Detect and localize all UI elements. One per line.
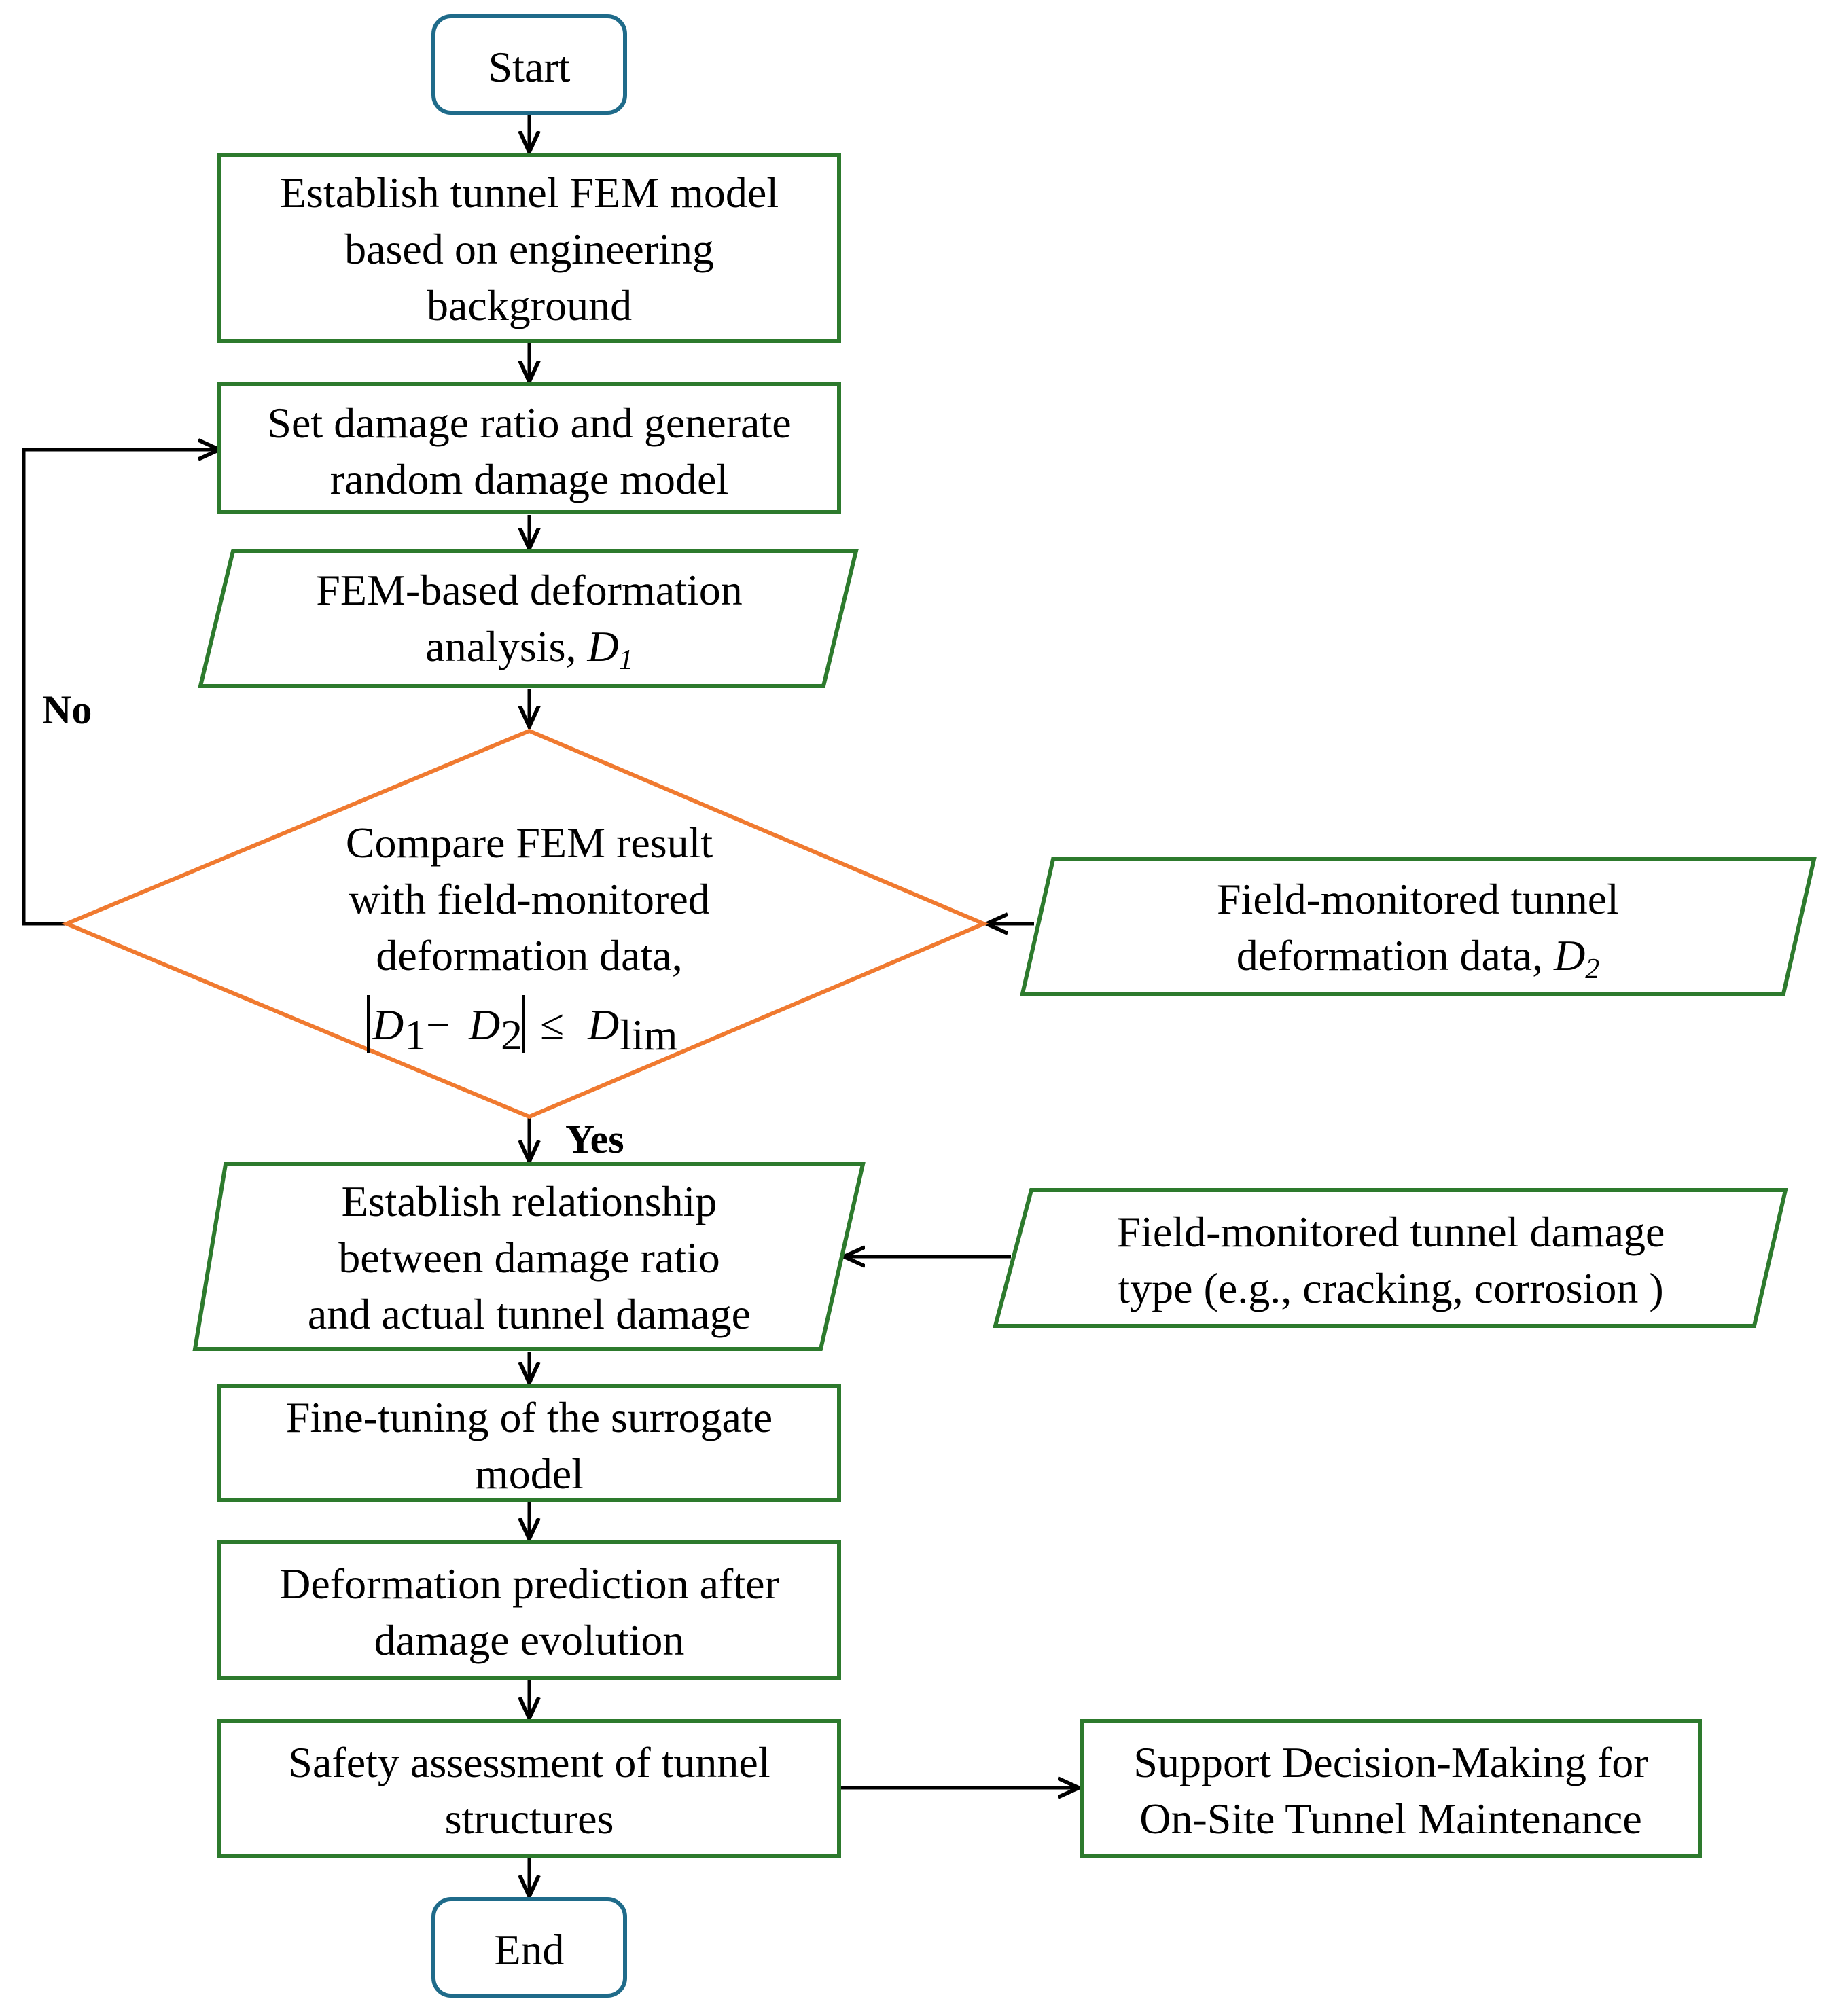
fem-analysis-sub: 1 [619, 645, 633, 676]
formula-leq: ≤ [540, 1001, 564, 1049]
start-label: Start [488, 43, 571, 91]
deformation-prediction-line-2: damage evolution [374, 1616, 685, 1664]
compare-shape [61, 728, 989, 1119]
arrow-no-loop [22, 450, 219, 926]
formula-minus: − [426, 1001, 450, 1049]
compare-line-1: Compare FEM result [346, 818, 713, 867]
fem-analysis-line-2: analysis, D1 [425, 622, 633, 676]
support-process: Support Decision-Making for On-Site Tunn… [1080, 1719, 1702, 1858]
field-damage-shape [993, 1188, 1788, 1328]
set-damage-line-2: random damage model [330, 455, 728, 503]
safety-line-1: Safety assessment of tunnel [288, 1738, 770, 1786]
field-damage-line-2: type (e.g., cracking, corrosion ) [1118, 1264, 1663, 1312]
yes-label: Yes [565, 1117, 624, 1162]
compare-line-2: with field-monitored [349, 875, 709, 923]
establish-fem-shape [217, 153, 841, 343]
support-line-2: On-Site Tunnel Maintenance [1139, 1795, 1641, 1843]
field-deformation-line-1: Field-monitored tunnel [1217, 875, 1619, 923]
field-damage-io: Field-monitored tunnel damage type (e.g.… [993, 1188, 1788, 1328]
relationship-line-3: and actual tunnel damage [308, 1290, 751, 1338]
safety-process: Safety assessment of tunnel structures [217, 1719, 841, 1858]
set-damage-process: Set damage ratio and generate random dam… [217, 382, 841, 514]
start-terminal: Start [431, 14, 627, 115]
field-damage-line-1: Field-monitored tunnel damage [1117, 1208, 1665, 1256]
establish-fem-line-1: Establish tunnel FEM model [280, 168, 779, 217]
field-deformation-sub: 2 [1585, 954, 1599, 985]
relationship-io: Establish relationship between damage ra… [192, 1162, 866, 1351]
relationship-line-2: between damage ratio [338, 1234, 720, 1282]
compare-formula: D 1 − D 2 ≤ D lim [367, 995, 677, 1059]
establish-fem-line-2: based on engineering [344, 225, 714, 273]
formula-sub2: 2 [501, 1011, 522, 1059]
support-line-1: Support Decision-Making for [1133, 1738, 1648, 1786]
fine-tuning-line-2: model [475, 1450, 584, 1498]
no-label: No [42, 687, 92, 732]
fem-analysis-io: FEM-based deformation analysis, D1 [198, 549, 859, 688]
fine-tuning-shape [217, 1384, 841, 1502]
fem-analysis-var: D [586, 622, 618, 670]
relationship-line-1: Establish relationship [342, 1177, 717, 1225]
safety-shape [217, 1719, 841, 1858]
fine-tuning-line-1: Fine-tuning of the surrogate [286, 1393, 772, 1441]
end-label: End [494, 1926, 564, 1974]
support-shape [1080, 1719, 1702, 1858]
field-deformation-shape [1020, 857, 1817, 996]
end-shape [431, 1897, 627, 1998]
field-deformation-var: D [1553, 931, 1585, 979]
fem-analysis-line-1: FEM-based deformation [316, 566, 742, 614]
compare-line-3: deformation data, [376, 931, 682, 979]
fem-analysis-line-2-text: analysis, [425, 622, 587, 670]
deformation-prediction-process: Deformation prediction after damage evol… [217, 1540, 841, 1680]
fine-tuning-process: Fine-tuning of the surrogate model [217, 1384, 841, 1502]
field-deformation-line-2-text: deformation data, [1237, 931, 1554, 979]
field-deformation-io: Field-monitored tunnel deformation data,… [1020, 857, 1817, 996]
set-damage-line-1: Set damage ratio and generate [267, 399, 791, 447]
compare-decision: Compare FEM result with field-monitored … [61, 728, 989, 1119]
end-terminal: End [431, 1897, 627, 1998]
formula-sublim: lim [620, 1011, 677, 1059]
formula-d1: D [372, 1001, 404, 1049]
formula-sub1: 1 [404, 1011, 426, 1059]
relationship-shape [192, 1162, 866, 1351]
deformation-prediction-line-1: Deformation prediction after [279, 1560, 779, 1608]
deformation-prediction-shape [217, 1540, 841, 1680]
fem-analysis-shape [198, 549, 859, 688]
set-damage-shape [217, 382, 841, 514]
formula-d2: D [468, 1001, 500, 1049]
establish-fem-line-3: background [427, 281, 632, 329]
connectors [22, 115, 1079, 1896]
formula-dlim: D [587, 1001, 619, 1049]
start-shape [431, 14, 627, 115]
safety-line-2: structures [445, 1795, 614, 1843]
establish-fem-process: Establish tunnel FEM model based on engi… [217, 153, 841, 343]
field-deformation-line-2: deformation data, D2 [1237, 931, 1600, 985]
